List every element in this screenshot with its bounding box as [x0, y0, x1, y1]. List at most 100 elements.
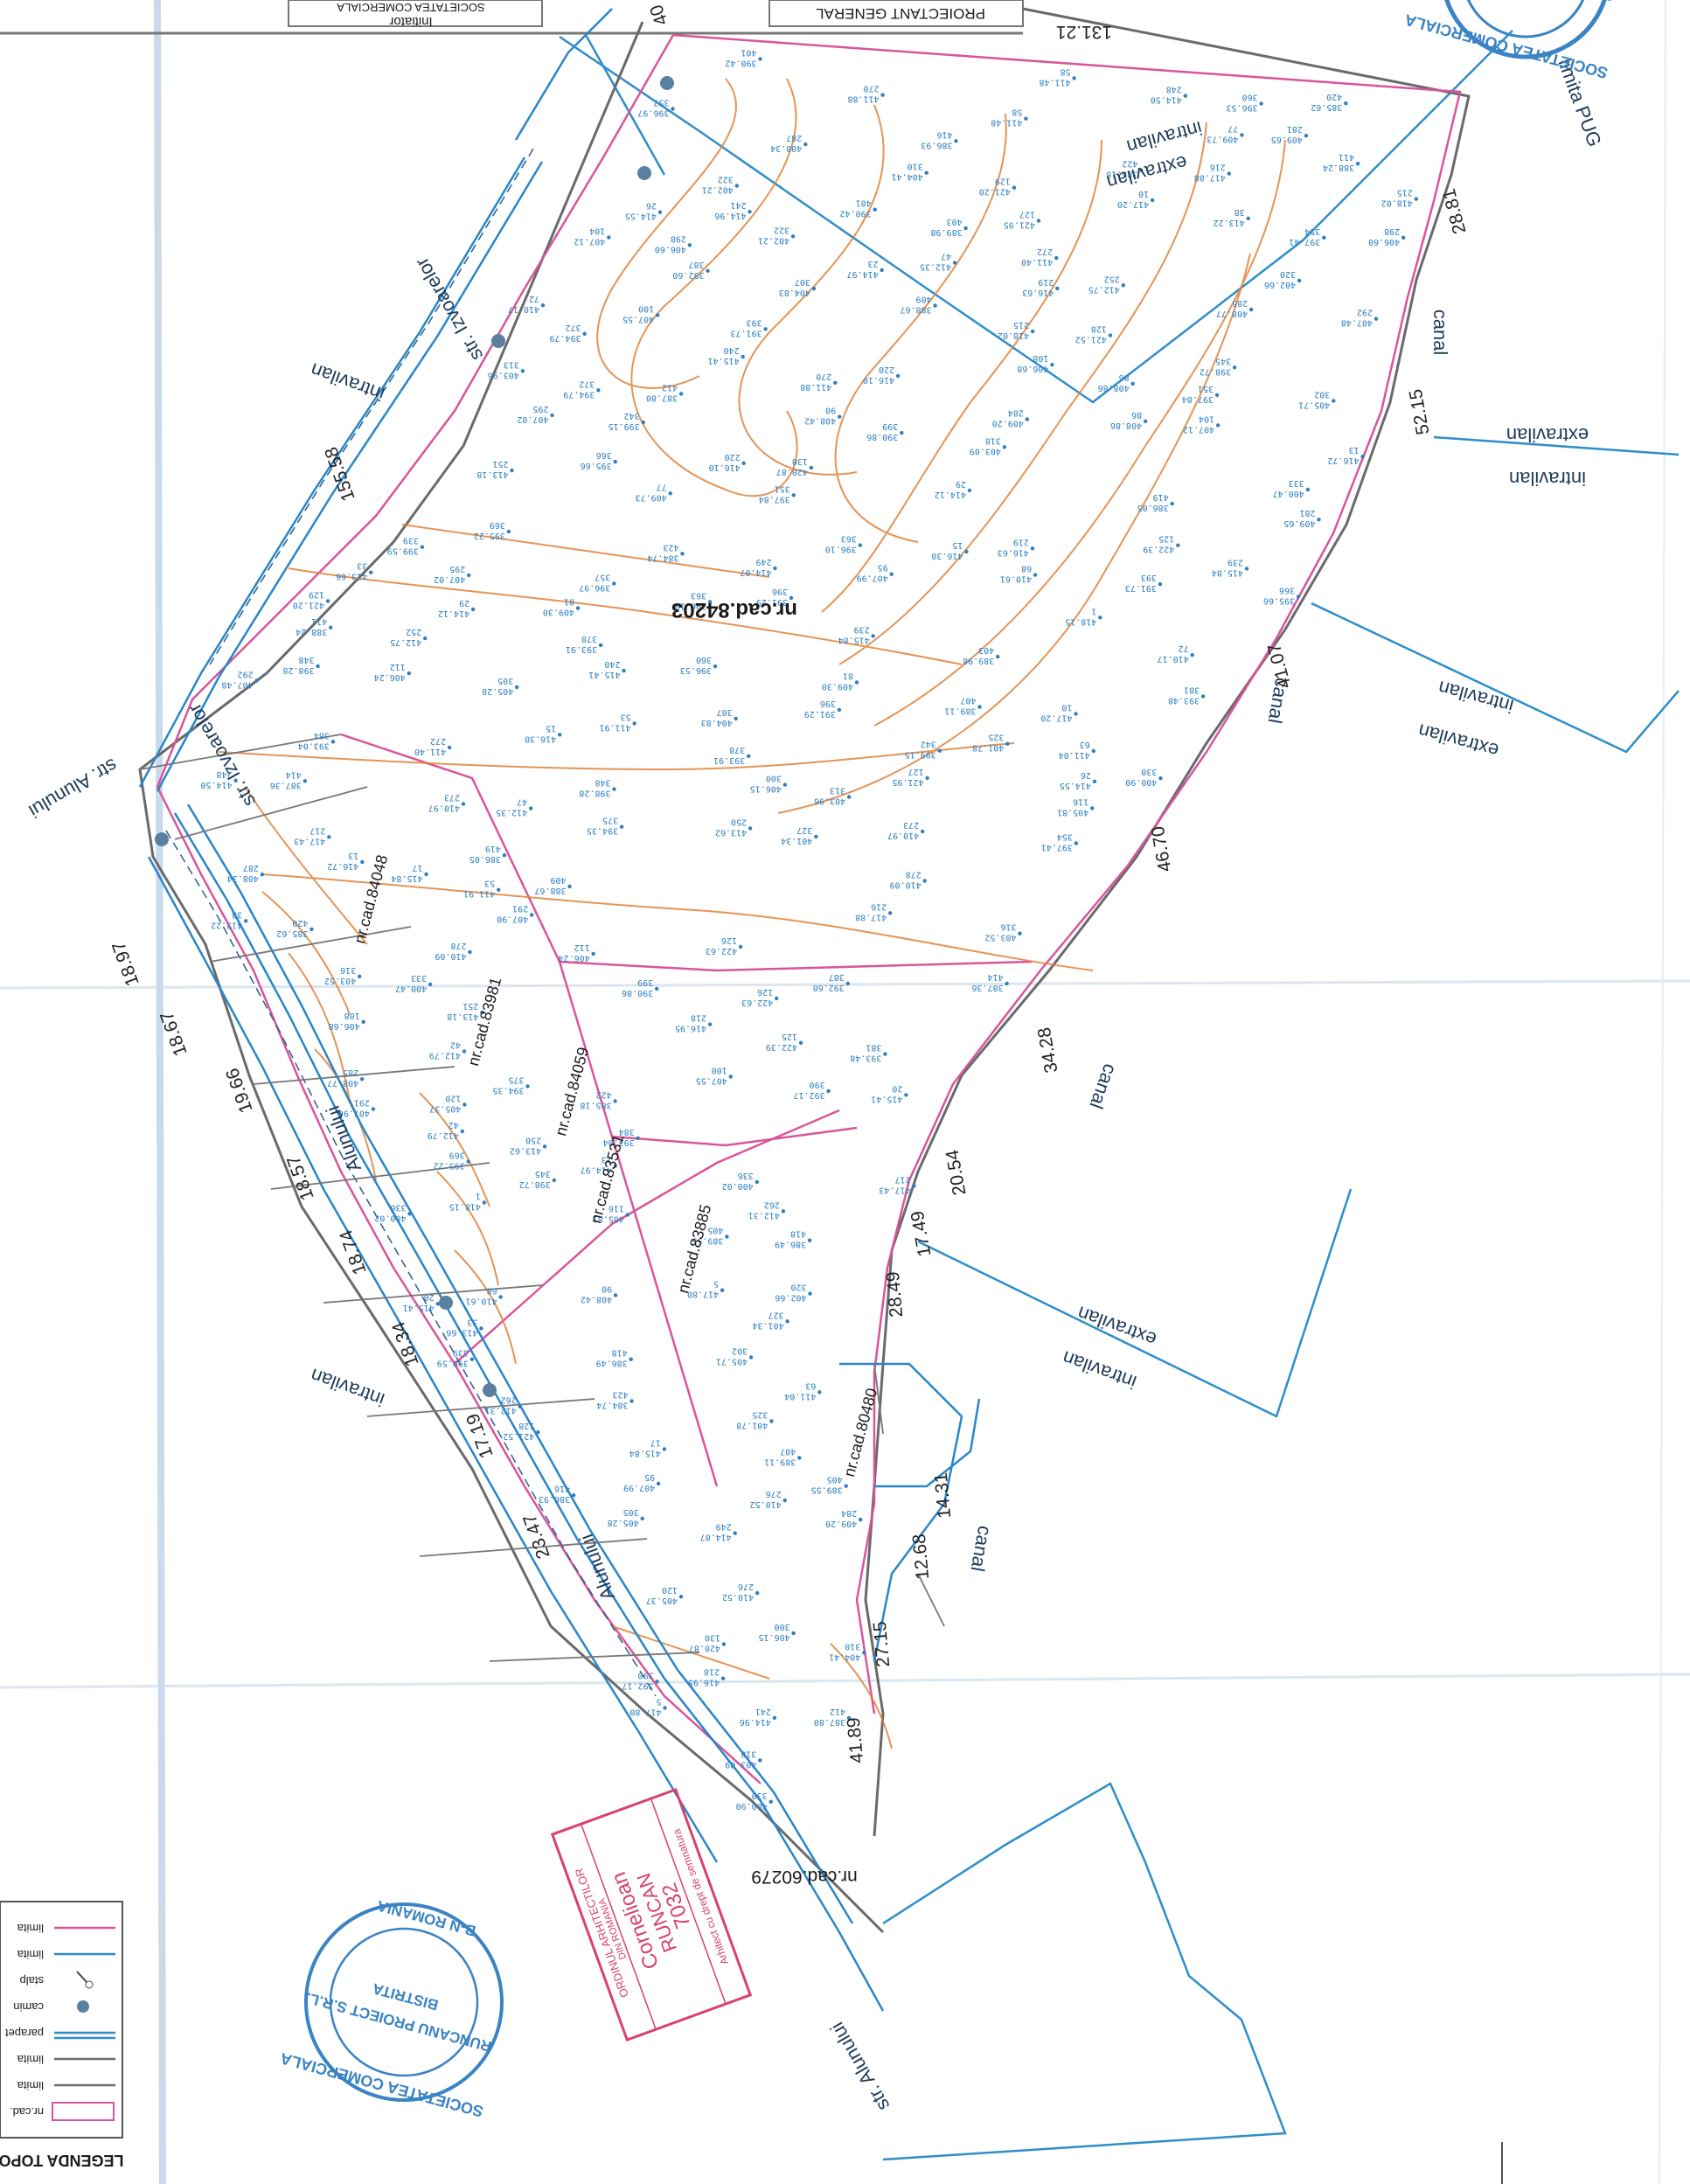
survey-point-elevation: 422.39 — [766, 1042, 797, 1052]
survey-point-number: 416 — [554, 1484, 570, 1493]
survey-point-dot — [244, 919, 248, 923]
survey-point-dot — [833, 380, 838, 385]
main-boundary — [138, 7, 1471, 1934]
survey-point-elevation: 407.90 — [338, 1108, 370, 1117]
survey-point-elevation: 385.62 — [1311, 102, 1342, 112]
survey-point-dot — [550, 413, 554, 418]
survey-point-elevation: 385.18 — [1106, 170, 1137, 179]
survey-point-number: 403 — [947, 217, 963, 226]
survey-point-number: 418 — [612, 1348, 628, 1358]
survey-point-number: 108 — [344, 1011, 360, 1020]
survey-point-dot — [1232, 365, 1237, 370]
survey-point-elevation: 416.95 — [688, 1678, 720, 1687]
survey-point-number: 405 — [827, 1475, 843, 1485]
survey-point-dot — [791, 493, 796, 497]
dimension-label: 41.89 — [844, 1716, 867, 1763]
survey-point-dot — [1259, 101, 1263, 106]
survey-point-dot — [640, 1516, 644, 1521]
survey-point-elevation: 407.55 — [696, 1075, 727, 1085]
survey-point-dot — [303, 779, 307, 783]
survey-point-number: 327 — [796, 825, 812, 835]
survey-point-elevation: 421.20 — [293, 601, 324, 610]
survey-point-dot — [1098, 616, 1102, 620]
survey-point-number: 375 — [508, 1075, 524, 1085]
survey-point-elevation: 412.31 — [748, 1210, 780, 1220]
survey-point-elevation: 409.30 — [822, 682, 853, 692]
survey-point-dot — [1121, 283, 1125, 288]
survey-point-elevation: 399.59 — [387, 546, 419, 556]
survey-point-elevation: 409.20 — [992, 419, 1024, 428]
survey-point-dot — [733, 1531, 737, 1535]
survey-point-number: 423 — [612, 1390, 628, 1400]
survey-point-dot — [880, 93, 885, 97]
survey-point-number: 298 — [1384, 226, 1400, 236]
survey-point-number: 241 — [755, 1707, 771, 1716]
survey-point-number: 63 — [1080, 740, 1090, 749]
survey-point-dot — [846, 795, 852, 799]
pink-boundary — [156, 33, 1462, 1784]
survey-point-elevation: 412.79 — [429, 1051, 461, 1061]
survey-point-dot — [791, 1631, 796, 1636]
survey-point-elevation: 412.31 — [485, 1406, 517, 1415]
survey-point-number: 81 — [564, 597, 574, 607]
survey-point-dot — [1244, 567, 1249, 571]
survey-point-elevation: 397.84 — [1182, 394, 1214, 404]
title-block: Initiator SOCIETATEA COMERCIALA PROIECTA… — [0, 0, 1024, 35]
survey-point-number: 5 — [713, 1279, 719, 1289]
survey-point-number: 381 — [866, 1043, 881, 1053]
survey-point-dot — [1143, 419, 1148, 423]
survey-point-number: 276 — [738, 1582, 754, 1591]
survey-point-number: 420 — [1326, 92, 1342, 101]
survey-point-number: 273 — [903, 820, 919, 830]
pole-icon — [76, 1971, 94, 1989]
legend-item: limita — [17, 1922, 115, 1935]
survey-point-dot — [789, 595, 794, 601]
company-stamp-bottom: SOCIETATEA COMERCIALA RUNCANU PROIECT S.… — [278, 1897, 504, 2120]
survey-point-dot — [1030, 546, 1035, 551]
survey-point-number: 302 — [732, 1346, 748, 1356]
survey-point-dot — [1190, 653, 1194, 657]
survey-point-elevation: 404.83 — [701, 718, 733, 727]
survey-point-dot — [937, 748, 942, 753]
survey-point-dot — [808, 1291, 812, 1296]
survey-point-number: 13 — [1349, 445, 1360, 455]
lot-lines — [139, 734, 945, 1662]
survey-point-dot — [361, 1019, 365, 1024]
survey-point-elevation: 393.48 — [850, 1054, 881, 1063]
survey-point-elevation: 406.68 — [329, 1021, 360, 1031]
survey-point-number: 302 — [1314, 390, 1330, 400]
survey-point-dot — [461, 802, 466, 806]
survey-point-elevation: 393.91 — [713, 755, 745, 765]
dimension-label: 17.49 — [908, 1209, 935, 1258]
survey-point-elevation: 416.63 — [1022, 288, 1054, 297]
survey-point-number: 26 — [646, 201, 657, 211]
survey-point-elevation: 416.95 — [675, 1024, 706, 1033]
survey-point-number: 249 — [716, 1522, 732, 1532]
survey-point-number: 26 — [1081, 770, 1091, 780]
survey-point-dot — [707, 1022, 713, 1026]
survey-point-elevation: 398.28 — [579, 789, 610, 798]
survey-point-elevation: 421.20 — [979, 187, 1011, 197]
zone-label-extravilan: extravilan — [1104, 151, 1189, 194]
